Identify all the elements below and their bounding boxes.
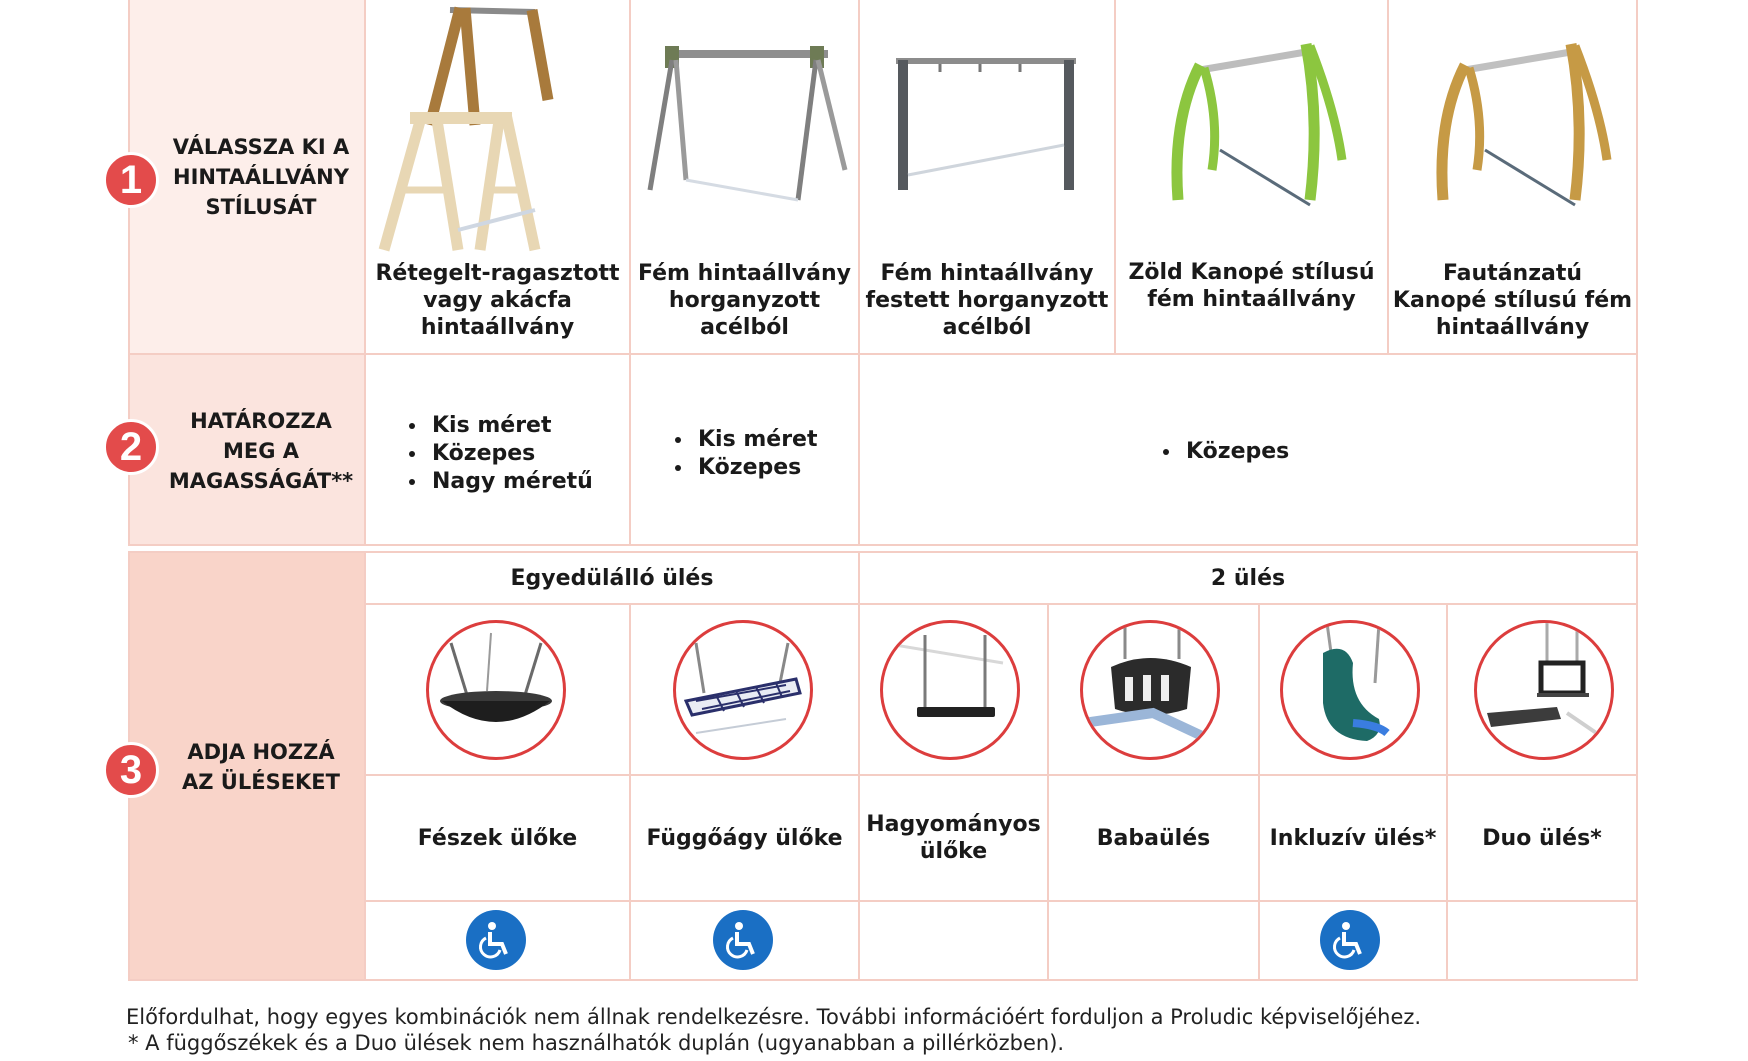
wooden-swing-frame-icon	[378, 6, 554, 252]
seat-name-inclusive: Inkluzív ülés*	[1269, 825, 1437, 851]
seat-group-single: Egyedülálló ülés	[510, 565, 714, 591]
height-list-3: Közepes	[1154, 438, 1289, 466]
seat-name-duo: Duo ülés*	[1482, 825, 1602, 851]
frame-caption-1: Rétegelt-ragasztott vagy akácfa hintaáll…	[375, 260, 620, 340]
step-1-column	[128, 0, 364, 354]
seat-name-flat: Hagyományos ülőke	[866, 812, 1041, 864]
seat-group-double: 2 ülés	[1210, 565, 1286, 591]
frame-caption-5: Fautánzatú Kanopé stílusú fém hintaállvá…	[1392, 260, 1633, 340]
nest-seat-icon	[426, 620, 566, 760]
frame-caption-2: Fém hintaállvány horganyzott acélból	[638, 260, 851, 340]
wood-look-canopy-swing-frame-icon	[1436, 43, 1612, 207]
frame-caption-4: Zöld Kanopé stílusú fém hintaállvány	[1128, 260, 1375, 312]
step-number-2: 2	[103, 419, 159, 475]
inclusive-seat-icon	[1280, 620, 1420, 760]
wheelchair-icon	[1320, 910, 1380, 970]
step-number-1: 1	[103, 152, 159, 208]
wheelchair-icon	[713, 910, 773, 970]
wheelchair-icon	[466, 910, 526, 970]
step-2-column	[128, 354, 364, 546]
footnote-availability: Előfordulhat, hogy egyes kombinációk nem…	[126, 1005, 1422, 1029]
seat-name-baby: Babaülés	[1096, 825, 1211, 851]
height-list-2: Kis méret Közepes	[666, 426, 817, 482]
step-1-label: VÁLASSZA KI A HINTAÁLLVÁNY STÍLUSÁT	[172, 135, 350, 219]
green-canopy-swing-frame-icon	[1171, 43, 1347, 207]
step-3-label: ADJA HOZZÁ AZ ÜLÉSEKET	[182, 740, 340, 794]
footnote-seats: * A függőszékek és a Duo ülések nem hasz…	[128, 1031, 1065, 1055]
step-number-3: 3	[103, 742, 159, 798]
painted-metal-swing-frame-icon	[896, 58, 1076, 190]
duo-seat-icon	[1474, 620, 1614, 760]
metal-swing-frame-icon	[647, 46, 848, 202]
baby-seat-icon	[1080, 620, 1220, 760]
frame-caption-3: Fém hintaállvány festett horganyzott acé…	[865, 260, 1109, 340]
hammock-seat-icon	[673, 620, 813, 760]
step-2-label: HATÁROZZA MEG A MAGASSÁGÁT**	[168, 409, 354, 493]
seat-name-nest: Fészek ülőke	[417, 825, 578, 851]
height-list-1: Kis méret Közepes Nagy méretű	[400, 412, 593, 496]
step-3-column	[128, 553, 364, 981]
seat-name-hammock: Függőágy ülőke	[646, 825, 843, 851]
flat-seat-icon	[880, 620, 1020, 760]
